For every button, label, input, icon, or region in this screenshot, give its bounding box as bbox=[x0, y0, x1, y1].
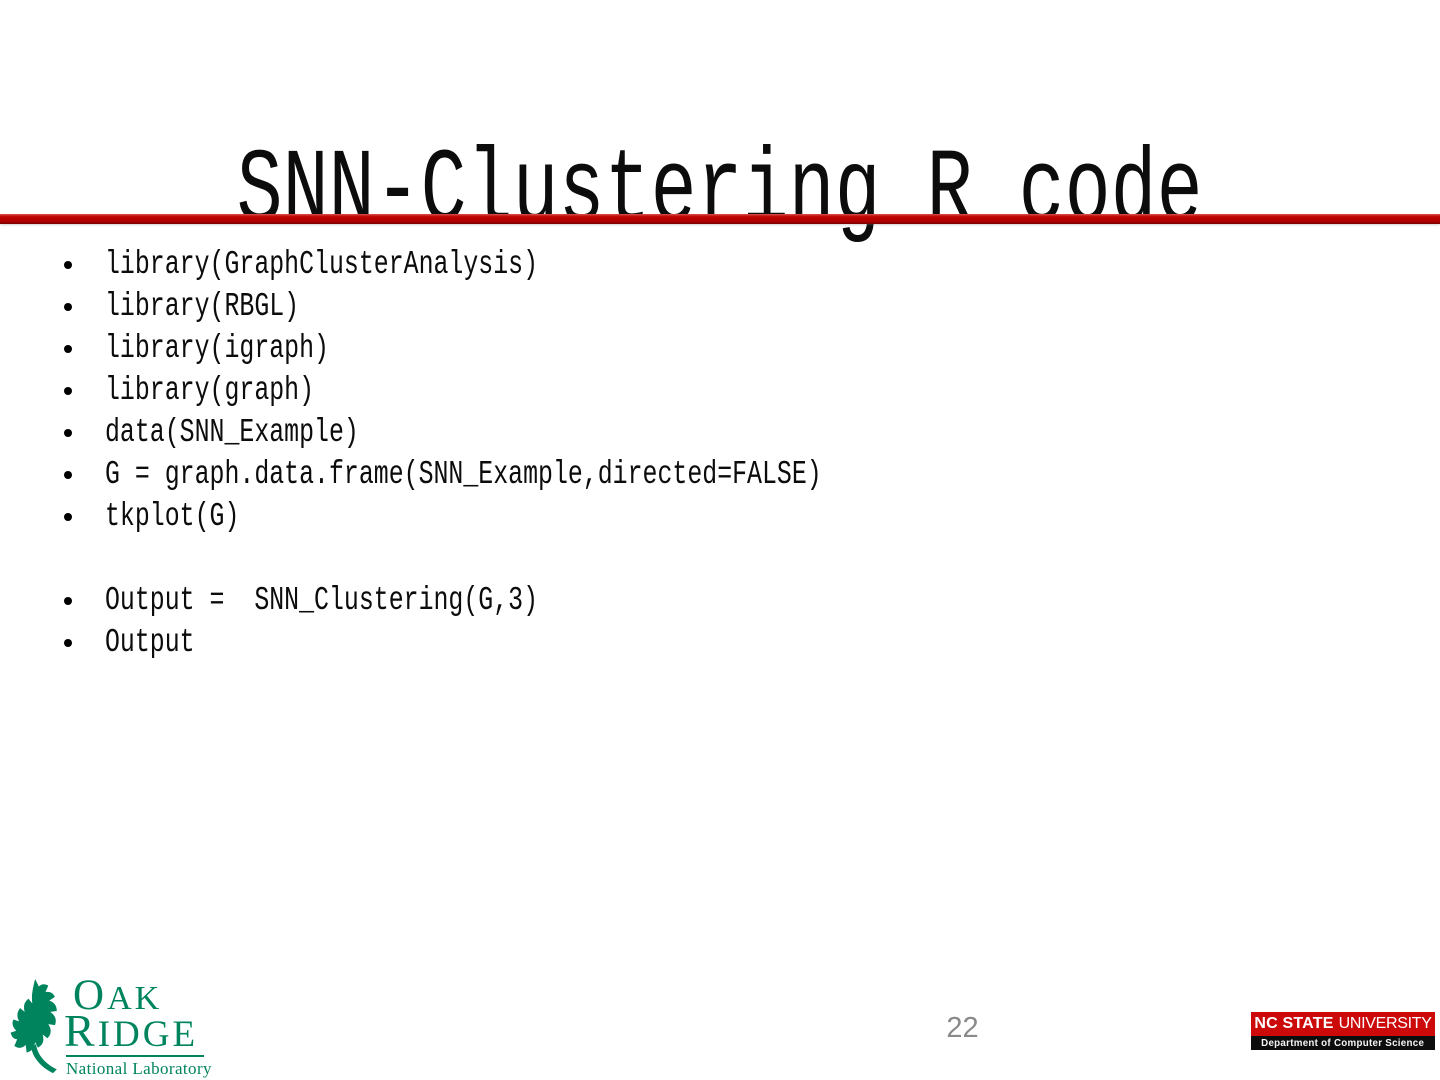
ornl-line2-rest: IDGE bbox=[97, 1014, 199, 1055]
list-item: library(igraph) bbox=[0, 328, 1440, 370]
ornl-divider bbox=[66, 1055, 204, 1057]
bullet-dot-icon bbox=[64, 387, 72, 395]
code-line: library(GraphClusterAnalysis) bbox=[105, 246, 539, 283]
list-item: library(GraphClusterAnalysis) bbox=[0, 244, 1440, 286]
ncsu-logo: NC STATE UNIVERSITY Department of Comput… bbox=[1251, 1012, 1435, 1050]
code-bullet-list: library(GraphClusterAnalysis) library(RB… bbox=[0, 244, 1440, 664]
code-line: G = graph.data.frame(SNN_Example,directe… bbox=[105, 456, 822, 493]
code-line: library(RBGL) bbox=[105, 288, 300, 325]
slide-title-text: SNN-Clustering R code bbox=[237, 133, 1203, 253]
bullet-dot-icon bbox=[64, 345, 72, 353]
page-number: 22 bbox=[946, 1012, 979, 1044]
code-line: library(igraph) bbox=[105, 330, 329, 367]
code-line: Output = SNN_Clustering(G,3) bbox=[105, 582, 539, 619]
code-line: Output bbox=[105, 624, 195, 661]
title-underline bbox=[0, 214, 1440, 224]
list-item: data(SNN_Example) bbox=[0, 412, 1440, 454]
ncsu-department-label: Department of Computer Science bbox=[1261, 1037, 1425, 1049]
bullet-dot-icon bbox=[64, 471, 72, 479]
list-item: tkplot(G) bbox=[0, 496, 1440, 538]
oak-leaf-icon bbox=[10, 978, 57, 1074]
ornl-wordmark-line1: OAK bbox=[73, 974, 222, 1017]
ornl-tagline: National Laboratory bbox=[66, 1059, 212, 1078]
bullet-dot-icon bbox=[64, 429, 72, 437]
list-item: Output = SNN_Clustering(G,3) bbox=[0, 580, 1440, 622]
bullet-dot-icon bbox=[64, 639, 72, 647]
code-line: library(graph) bbox=[105, 372, 315, 409]
list-item: G = graph.data.frame(SNN_Example,directe… bbox=[0, 454, 1440, 496]
list-item: Output bbox=[0, 622, 1440, 664]
ornl-line1-initial: O bbox=[73, 972, 108, 1019]
ornl-wordmark: OAK RIDGE National Laboratory bbox=[64, 974, 222, 1078]
bullet-dot-icon bbox=[64, 303, 72, 311]
list-item bbox=[0, 538, 1440, 580]
ornl-logo: OAK RIDGE National Laboratory bbox=[8, 974, 223, 1080]
list-item: library(graph) bbox=[0, 370, 1440, 412]
ncsu-name-bold: NC STATE bbox=[1254, 1015, 1334, 1032]
code-line: data(SNN_Example) bbox=[105, 414, 359, 451]
code-line: tkplot(G) bbox=[105, 498, 240, 535]
ornl-line1-rest: AK bbox=[107, 980, 163, 1017]
bullet-dot-icon bbox=[64, 261, 72, 269]
ncsu-logo-nameplate: NC STATE UNIVERSITY bbox=[1251, 1012, 1435, 1036]
ornl-line2-initial: R bbox=[64, 1005, 98, 1056]
ncsu-name-light: UNIVERSITY bbox=[1338, 1015, 1432, 1032]
ncsu-department-bar: Department of Computer Science bbox=[1251, 1036, 1435, 1050]
list-item: library(RBGL) bbox=[0, 286, 1440, 328]
slide-title: SNN-Clustering R code bbox=[0, 133, 1440, 253]
bullet-dot-icon bbox=[64, 597, 72, 605]
bullet-dot-icon bbox=[64, 513, 72, 521]
ornl-wordmark-line2: RIDGE bbox=[64, 1008, 222, 1056]
